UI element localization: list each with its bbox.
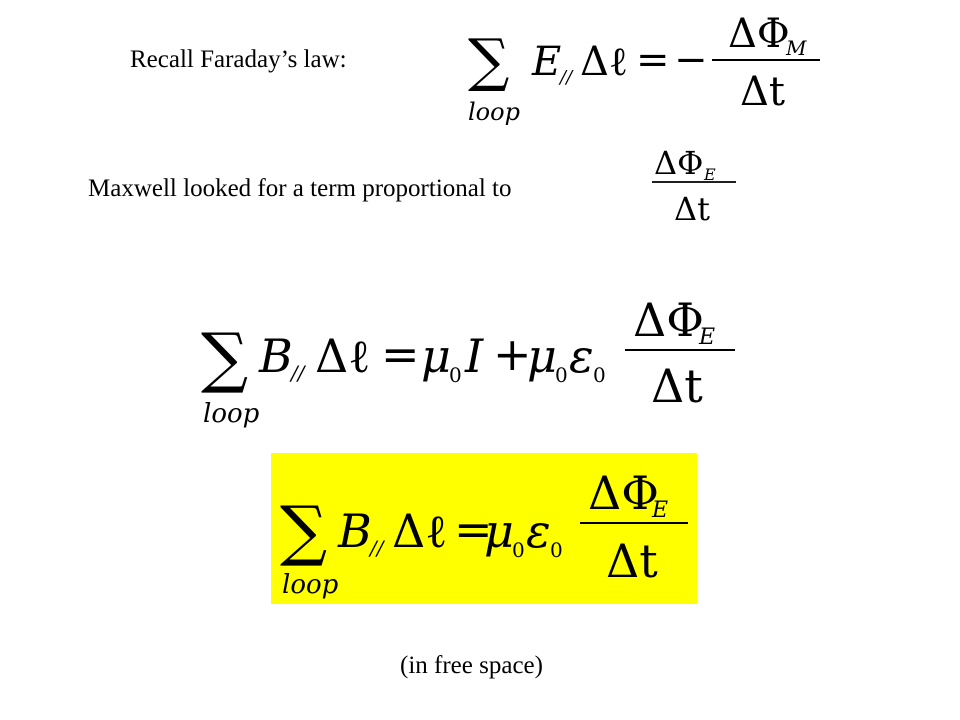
parallel-subscript: // [558,67,574,88]
parallel-subscript: // [368,536,386,560]
mu-subscript: 0 [512,538,525,562]
time-denominator: Δt [740,69,785,115]
delta-length: Δℓ [392,504,447,558]
faraday-law-equation: ∑ loop E // Δℓ = − ΔΦ M Δt [468,11,820,126]
epsilon-subscript: 0 [593,363,606,387]
free-space-note: (in free space) [400,652,543,679]
field-symbol: B [258,329,293,383]
parallel-subscript: // [289,361,307,385]
flux-subscript: E [698,325,715,350]
flux-subscript: M [785,36,807,60]
maxwell-text: Maxwell looked for a term proportional t… [88,175,512,202]
field-symbol: E [531,39,561,85]
mu-symbol: μ [421,329,451,383]
mu-symbol: μ [484,504,514,558]
equals-sign: = [454,502,493,556]
time-denominator: Δt [606,534,658,588]
minus-sign: − [674,37,708,83]
delta-length: Δℓ [580,39,628,85]
field-symbol: B [337,504,372,558]
summation-subscript: loop [203,399,260,429]
mu-subscript: 0 [555,363,568,387]
time-denominator: Δt [674,190,710,228]
current-symbol: I [464,329,484,383]
faraday-intro-text: Recall Faraday’s law: [130,46,347,73]
mu-symbol: μ [527,329,557,383]
flux-subscript: E [703,165,716,184]
flux-numerator: ΔΦ [633,293,704,347]
summation-subscript: loop [282,570,339,600]
equals-sign: = [636,37,670,83]
equals-sign: = [381,327,420,381]
summation-symbol: ∑ [280,492,327,569]
ampere-maxwell-equation: ∑ loop B // Δℓ = μ 0 I + μ 0 ε 0 ΔΦ E Δt [201,293,735,429]
delta-length: Δℓ [315,329,370,383]
summation-symbol: ∑ [201,319,248,396]
mu-subscript: 0 [449,363,462,387]
time-denominator: Δt [651,359,703,413]
flux-numerator: ΔΦ [728,11,790,57]
flux-numerator: ΔΦ [654,144,703,182]
free-space-equation: ∑ loop B // Δℓ = μ 0 ε 0 ΔΦ E Δt [280,466,688,600]
summation-subscript: loop [468,98,520,126]
electric-flux-rate-expression: ΔΦ E Δt [652,144,736,228]
flux-subscript: E [651,498,668,523]
flux-numerator: ΔΦ [588,466,659,520]
plus-sign: + [493,327,532,381]
summation-symbol: ∑ [468,26,509,94]
epsilon-symbol: ε [526,504,551,558]
epsilon-symbol: ε [569,329,594,383]
epsilon-subscript: 0 [550,538,563,562]
highlight-box [271,453,697,604]
